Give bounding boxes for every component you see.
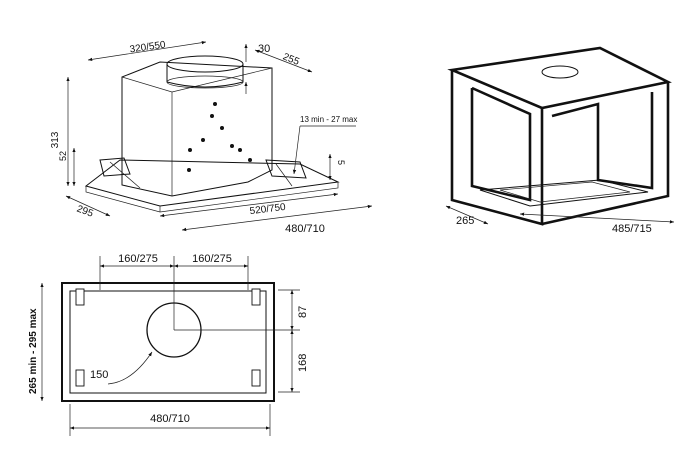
cabinet-view: 265 485/715 — [445, 46, 675, 235]
dim-chimney-height: 30 — [244, 43, 270, 94]
dim-total-height-label: 313 — [50, 131, 61, 148]
dim-height-range: 265 min - 295 max — [28, 283, 44, 401]
dim-duct-diameter: 150 — [90, 351, 153, 385]
dim-left-offset: 160/275 — [100, 253, 174, 268]
top-view: 160/275 160/275 87 168 265 min - 295 max… — [28, 253, 309, 436]
hood-body — [84, 55, 340, 213]
dim-width-top-label: 255 — [281, 51, 301, 68]
dim-side-height: 52 — [58, 148, 76, 186]
dim-depth-range-label: 320/550 — [129, 40, 167, 56]
dim-offset-label: 5 — [336, 160, 346, 165]
dim-total-width: 480/710 — [69, 404, 271, 436]
dim-height-range-label: 265 min - 295 max — [28, 308, 39, 394]
hood-isometric-view: 320/550 30 255 313 52 13 min - 27 max — [50, 40, 373, 235]
dim-total-height: 313 — [50, 77, 70, 186]
dim-cabinet-width: 485/715 — [519, 212, 675, 235]
dim-right-offset-label: 160/275 — [192, 253, 232, 265]
dim-top-distance-label: 87 — [297, 306, 309, 318]
dim-cabinet-depth: 265 — [445, 205, 489, 227]
dim-adjustment: 13 min - 27 max — [292, 115, 357, 175]
dim-depth-bottom: 295 — [65, 195, 111, 220]
mounting-holes — [187, 102, 252, 172]
dim-top-distance: 87 — [278, 289, 309, 330]
dim-width-outer: 480/710 — [181, 204, 373, 235]
dim-width-outer-label: 480/710 — [285, 223, 325, 235]
dim-right-offset: 160/275 — [174, 253, 248, 268]
dim-left-offset-label: 160/275 — [118, 253, 158, 265]
dim-depth-range: 320/550 — [87, 40, 207, 62]
dim-total-width-label: 480/710 — [150, 413, 190, 425]
dim-offset: 5 — [328, 154, 346, 180]
corner-slots — [75, 288, 261, 387]
dim-side-height-label: 52 — [58, 151, 68, 161]
dim-adjustment-label: 13 min - 27 max — [300, 115, 357, 124]
dim-duct-diameter-label: 150 — [90, 369, 108, 381]
dim-depth-bottom-label: 295 — [75, 204, 95, 220]
dim-bottom-distance-label: 168 — [297, 354, 309, 372]
dim-cabinet-depth-label: 265 — [456, 215, 474, 227]
dim-width-top: 255 — [254, 49, 313, 73]
dim-bottom-distance: 168 — [278, 330, 309, 393]
dim-cabinet-width-label: 485/715 — [612, 223, 652, 235]
